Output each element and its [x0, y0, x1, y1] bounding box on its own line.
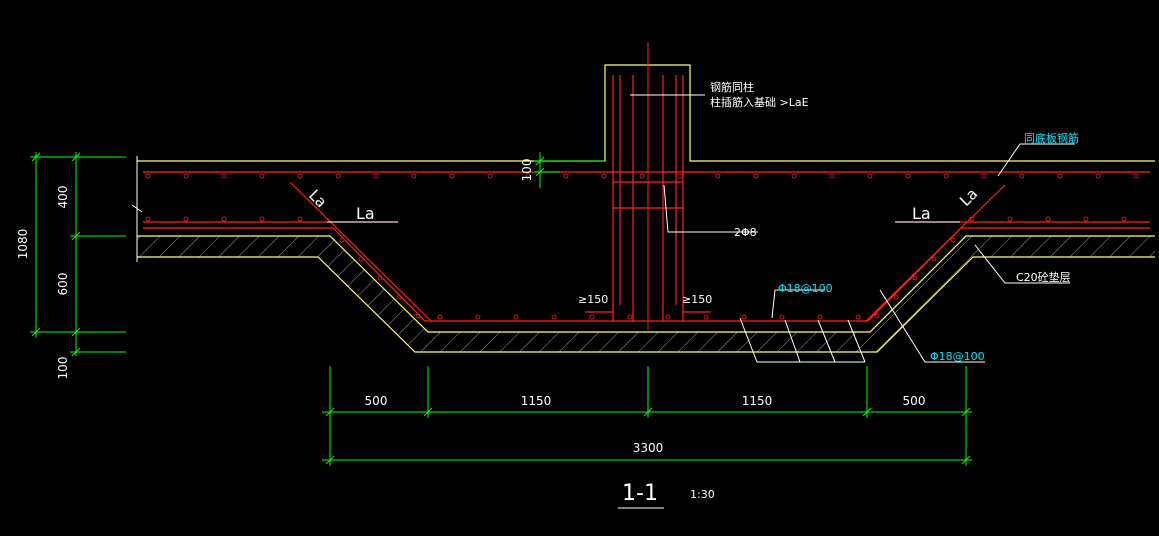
rebar-dot	[525, 173, 531, 179]
section-title: 1-1	[622, 481, 658, 506]
rebar-dots	[145, 173, 1139, 320]
dim-3300-total: 3300	[633, 441, 664, 455]
rebar-dot	[931, 256, 937, 262]
la-label-diag-right: La	[956, 185, 981, 210]
rebar-dot	[893, 294, 899, 300]
rebar-dot	[677, 173, 683, 179]
column-note-line-1: 钢筋同柱	[710, 80, 754, 94]
rebar-dot	[415, 313, 421, 319]
dim-100-bottom: 100	[56, 357, 70, 380]
rebar-dot	[551, 314, 557, 320]
dim-1150-left: 1150	[521, 394, 552, 408]
ge150-label-left: ≥150	[578, 293, 608, 306]
rebar-dot	[1045, 216, 1051, 222]
rebar-dot	[221, 173, 227, 179]
rebar-dot	[1133, 173, 1139, 179]
rebar-dot	[377, 275, 383, 281]
rebar-dot	[627, 314, 633, 320]
rebar-dot	[396, 294, 402, 300]
section-title-block: 1-1 1:30	[618, 481, 715, 509]
rebar-dot	[829, 173, 835, 179]
cushion-label: C20砼垫层	[1016, 270, 1071, 284]
rebar-dot	[411, 173, 417, 179]
rebar-dot	[817, 314, 823, 320]
rebar-dot	[950, 237, 956, 243]
rebar-dot	[715, 173, 721, 179]
rebar-dot	[874, 313, 880, 319]
rebar-dot	[339, 237, 345, 243]
dim-500-right: 500	[903, 394, 926, 408]
dim-400: 400	[56, 186, 70, 209]
rebar-dot	[867, 173, 873, 179]
rebar-dot	[449, 173, 455, 179]
rebar-dot	[969, 216, 975, 222]
column-note-line-2: 柱插筋入基础 >LaE	[710, 95, 809, 109]
dim-500-left: 500	[365, 394, 388, 408]
concrete-cushion-layer	[137, 235, 1155, 353]
rebar-dot	[1121, 216, 1127, 222]
rebar-dot	[373, 173, 379, 179]
stirrup-label: 2Φ8	[734, 226, 757, 239]
leader-lines	[327, 94, 1075, 363]
rebar-dot	[1057, 173, 1063, 179]
rebar-dot	[259, 216, 265, 222]
rebar-dot	[335, 173, 341, 179]
rebar-dot	[905, 173, 911, 179]
rebar-dot	[1007, 216, 1013, 222]
rebar-dot	[791, 173, 797, 179]
la-label-left: La	[356, 204, 375, 223]
rebar-dot	[703, 314, 709, 320]
rebar-dot	[563, 173, 569, 179]
rebar-dot	[1019, 173, 1025, 179]
rebar-dot	[779, 314, 785, 320]
rebar-dot	[1095, 173, 1101, 179]
rebar-dot	[475, 314, 481, 320]
same-bar-label: 同底板钢筋	[1024, 131, 1079, 145]
rebar-dot	[665, 314, 671, 320]
rebar-dot	[753, 173, 759, 179]
rebar-dot	[943, 173, 949, 179]
rebar-dot	[1083, 216, 1089, 222]
la-label-right: La	[912, 204, 931, 223]
rebar-dot	[981, 173, 987, 179]
dim-1150-right: 1150	[742, 394, 773, 408]
dim-600: 600	[56, 273, 70, 296]
section-scale: 1:30	[690, 488, 715, 501]
rebar-dot	[145, 216, 151, 222]
bar-spec-bottom: Φ18@100	[930, 350, 985, 363]
rebar-dot	[487, 173, 493, 179]
dim-100-column: 100	[520, 159, 534, 182]
rebar-dot	[221, 216, 227, 222]
rebar-dot	[855, 314, 861, 320]
rebar-dot	[601, 173, 607, 179]
rebar-dot	[358, 256, 364, 262]
dim-1080-total: 1080	[16, 229, 30, 260]
rebar-dot	[741, 314, 747, 320]
ge150-label-right: ≥150	[682, 293, 712, 306]
bar-spec-top: Φ18@100	[778, 282, 833, 295]
rebar-dot	[589, 314, 595, 320]
rebar-lines	[143, 75, 1150, 323]
la-label-diag-left: La	[305, 186, 330, 211]
rebar-dot	[513, 314, 519, 320]
rebar-dot	[183, 216, 189, 222]
rebar-dot	[912, 275, 918, 281]
rebar-dot	[297, 173, 303, 179]
rebar-dot	[297, 216, 303, 222]
rebar-dot	[145, 173, 151, 179]
rebar-dot	[183, 173, 189, 179]
rebar-dot	[639, 173, 645, 179]
rebar-dot	[437, 314, 443, 320]
rebar-dot	[259, 173, 265, 179]
dimension-lines	[30, 152, 972, 466]
